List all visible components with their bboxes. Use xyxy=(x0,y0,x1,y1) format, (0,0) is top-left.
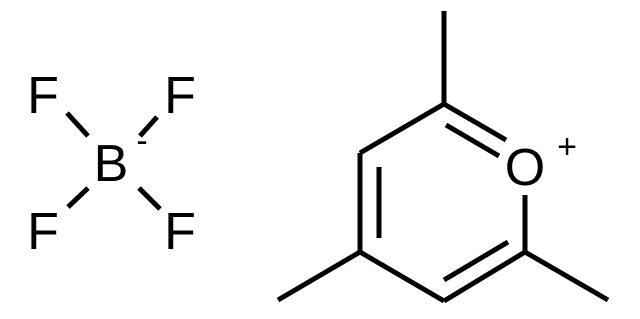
trimethylpyrylium-cation: O + xyxy=(276,11,610,304)
bond-b-f-bottom-right xyxy=(137,186,162,211)
atom-fluorine-top-right: F xyxy=(164,67,196,125)
bond-double-c2-o xyxy=(444,122,501,159)
bond-ring-c2-o xyxy=(442,101,508,143)
atom-fluorine-top-left: F xyxy=(27,67,59,125)
bond-b-f-top-left xyxy=(65,111,90,138)
bond-ring-c3-c2 xyxy=(358,101,446,156)
bond-ring-c5-c6 xyxy=(442,249,527,304)
tetrafluoroborate-anion: B - F F F F xyxy=(27,67,196,261)
atom-boron: B xyxy=(94,135,129,193)
bond-b-f-bottom-left xyxy=(66,186,90,209)
bond-double-c5-c6 xyxy=(442,239,510,283)
bond-ring-c4-c5 xyxy=(358,249,446,304)
atom-oxygen: O xyxy=(505,139,545,197)
bond-methyl-c6 xyxy=(523,249,610,303)
charge-oxygen: + xyxy=(557,128,577,166)
bond-methyl-c4 xyxy=(276,249,362,303)
atom-fluorine-bottom-right: F xyxy=(164,203,196,261)
charge-boron: - xyxy=(136,122,147,160)
atom-fluorine-bottom-left: F xyxy=(27,203,59,261)
bond-b-f-top-right xyxy=(138,115,159,138)
